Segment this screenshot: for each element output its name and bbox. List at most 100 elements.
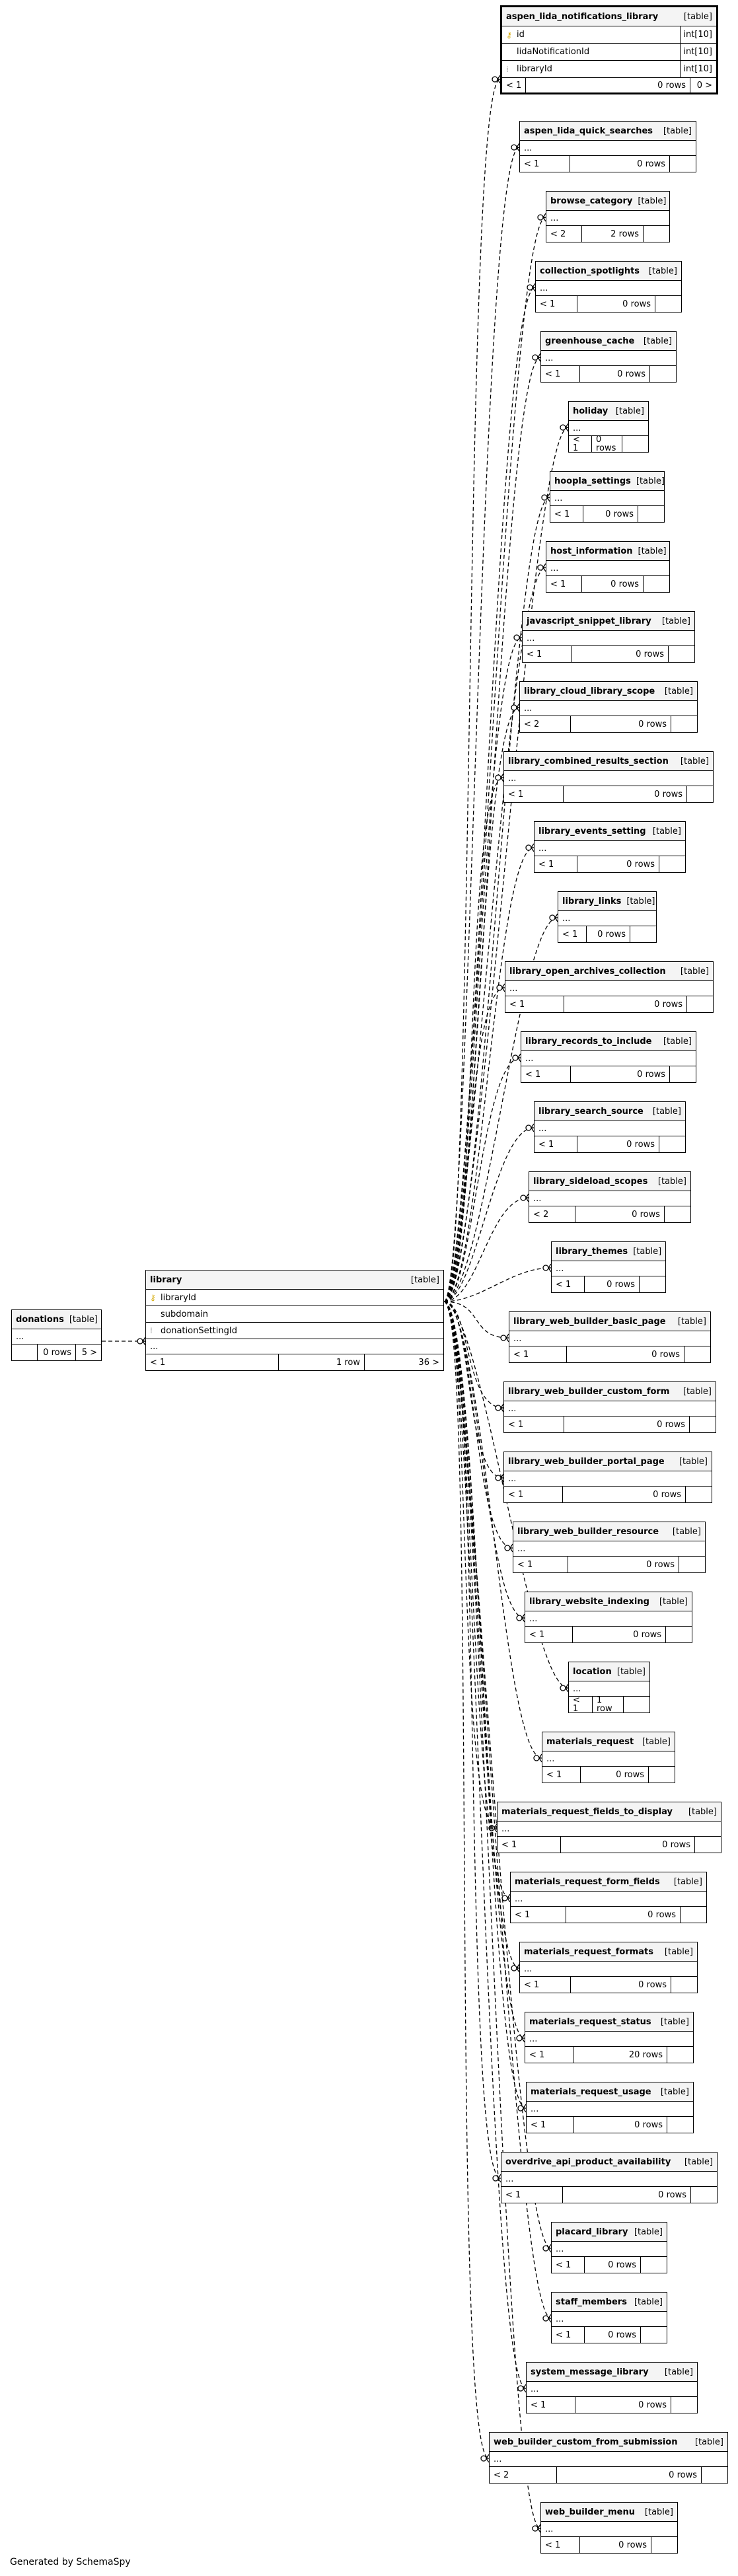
row-count: 0 rows (575, 2397, 671, 2413)
column-name: libraryId (517, 64, 552, 74)
table-name: library_combined_results_section (508, 756, 669, 766)
table-header: donations [table] (12, 1310, 101, 1329)
parents-count: < 1 (556, 2330, 572, 2340)
parents-count: < 1 (508, 789, 524, 799)
parents-count: < 1 (573, 1695, 580, 1714)
children-count (648, 1767, 675, 1783)
table-kind: [table] (661, 616, 690, 626)
relationship-end-library-search-source (525, 1123, 535, 1132)
table-header: library [table] (146, 1270, 443, 1290)
parents-count: < 1 (531, 2119, 546, 2130)
table-web-builder-custom-from-submission[interactable]: web_builder_custom_from_submission[table… (489, 2432, 728, 2484)
relationship-line-holiday (443, 427, 569, 1302)
table-library[interactable]: library [table] ⚷ libraryId subdomain ⁞ … (145, 1270, 444, 1371)
table-name: aspen_lida_quick_searches (524, 126, 653, 136)
table-name: materials_request_form_fields (515, 1876, 660, 1887)
relationship-end-library-web-builder-basic-page (500, 1333, 509, 1343)
parents-count: < 1 (525, 1069, 541, 1080)
more-columns: ... (509, 1331, 710, 1346)
table-library-web-builder-basic-page[interactable]: library_web_builder_basic_page[table]...… (509, 1311, 711, 1363)
table-library-web-builder-custom-form[interactable]: library_web_builder_custom_form[table]..… (503, 1381, 716, 1433)
children-count: 36 > (364, 1354, 443, 1370)
relationship-end-placard-library (542, 2244, 552, 2253)
children-count (690, 2187, 717, 2203)
children-count (630, 926, 656, 942)
table-materials-request-fields-to-display[interactable]: materials_request_fields_to_display[tabl… (497, 1802, 721, 1853)
table-kind: [table] (679, 1456, 708, 1467)
table-name: materials_request_status (529, 2016, 651, 2027)
table-library-web-builder-resource[interactable]: library_web_builder_resource[table]...< … (513, 1522, 706, 1573)
more-columns: ... (12, 1329, 101, 1344)
children-count (659, 856, 685, 872)
children-count (671, 716, 697, 732)
row-count: 0 rows (37, 1344, 75, 1360)
table-header: library_sideload_scopes[table] (529, 1172, 690, 1191)
table-name: aspen_lida_notifications_library (506, 11, 659, 22)
table-kind: [table] (683, 1386, 712, 1397)
row-count: 0 rows (584, 2257, 640, 2273)
row-count: 20 rows (573, 2047, 667, 2063)
table-materials-request-form-fields[interactable]: materials_request_form_fields[table]...<… (510, 1872, 707, 1923)
table-donations[interactable]: donations [table] ... 0 rows 5 > (11, 1309, 102, 1361)
table-name: materials_request_formats (524, 1946, 654, 1957)
relationship-line-overdrive-api-product-availability (443, 1301, 501, 2179)
row-count: 0 rows (580, 1767, 648, 1783)
row-count: 0 rows (573, 2117, 667, 2133)
row-count: 0 rows (566, 1907, 680, 1923)
primary-key-icon: ⚷ (150, 1293, 156, 1302)
children-count (623, 1697, 649, 1712)
more-columns: ... (550, 491, 664, 506)
relationship-end-library-web-builder-resource (504, 1543, 513, 1553)
table-aspen-lida-notifications-library[interactable]: aspen_lida_notifications_library [table]… (500, 5, 718, 94)
more-columns: ... (504, 1401, 716, 1417)
children-count (684, 1346, 710, 1362)
children-count (689, 1417, 716, 1432)
more-columns: ... (569, 1681, 649, 1697)
more-columns: ... (529, 1191, 690, 1206)
children-count (639, 1276, 665, 1292)
parents-count: < 1 (556, 1279, 572, 1290)
parents-count: < 1 (540, 299, 556, 309)
children-count (679, 1557, 705, 1572)
relationship-end-library-open-archives-collection (496, 983, 505, 992)
children-count (701, 2467, 727, 2483)
table-library-cloud-library-scope[interactable]: library_cloud_library_scope[table]...< 2… (519, 681, 698, 733)
table-library-combined-results-section[interactable]: library_combined_results_section[table].… (503, 751, 714, 803)
table-overdrive-api-product-availability[interactable]: overdrive_api_product_availability[table… (501, 2152, 718, 2203)
table-library-web-builder-portal-page[interactable]: library_web_builder_portal_page[table]..… (503, 1452, 712, 1503)
table-library-open-archives-collection[interactable]: library_open_archives_collection[table].… (505, 961, 714, 1013)
